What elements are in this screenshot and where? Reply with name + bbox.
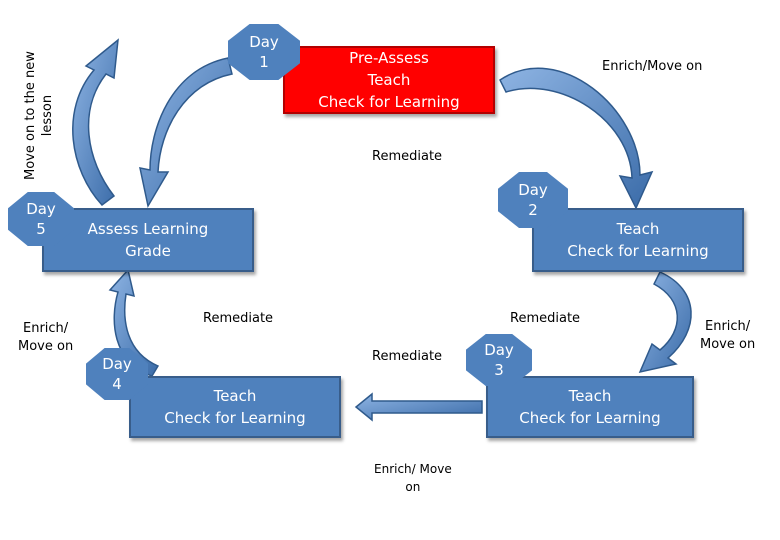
- day1-badge-line: Day: [249, 33, 279, 51]
- arrow-day2-to-day3: [638, 271, 692, 374]
- day1-badge: Day 1: [228, 24, 300, 80]
- day3-box-line: Check for Learning: [519, 409, 661, 427]
- label-move-on-line: Move on to the new: [23, 51, 38, 180]
- day5-box-line: Assess Learning: [87, 220, 209, 238]
- day4-badge: Day 4: [86, 348, 148, 400]
- label-enrich-right-line: Enrich/: [705, 319, 751, 334]
- day3-badge-line: 3: [494, 361, 504, 379]
- day2-badge: Day 2: [498, 172, 568, 228]
- label-enrich-left: Enrich/ Move on: [18, 320, 73, 356]
- label-enrich-left-line: Move on: [18, 339, 74, 354]
- day3-badge: Day 3: [466, 334, 532, 386]
- day2-badge-line: Day: [518, 181, 548, 199]
- day5-box: Assess Learning Grade: [42, 208, 254, 272]
- day5-box-line: Grade: [125, 242, 171, 260]
- day2-badge-line: 2: [528, 201, 538, 219]
- label-enrich-left-line: Enrich/: [23, 321, 69, 336]
- day2-box: Teach Check for Learning: [532, 208, 744, 272]
- day1-box-line: Pre-Assess: [349, 49, 429, 67]
- label-enrich-bottom: Enrich/ Move on: [374, 460, 452, 496]
- day2-box-line: Check for Learning: [567, 242, 709, 260]
- arrow-day1-to-day5: [139, 57, 233, 209]
- label-enrich-right: Enrich/ Move on: [700, 318, 755, 354]
- arrow-day5-to-new-lesson: [72, 38, 119, 207]
- day1-box-line: Check for Learning: [318, 93, 460, 111]
- day5-badge-line: 5: [36, 220, 46, 238]
- day4-box-line: Teach: [213, 387, 257, 405]
- label-remediate-day3: Remediate: [372, 349, 443, 364]
- label-remediate-day2: Remediate: [510, 311, 581, 326]
- arrow-day3-to-day4: [354, 392, 483, 422]
- day4-box: Teach Check for Learning: [129, 376, 341, 438]
- day5-badge-line: Day: [26, 200, 56, 218]
- day4-box-line: Check for Learning: [164, 409, 306, 427]
- label-enrich-bottom-line: Enrich/ Move: [374, 462, 452, 476]
- day1-box-line: Teach: [367, 71, 411, 89]
- label-enrich-bottom-line: on: [405, 480, 421, 494]
- label-enrich-right-line: Move on: [700, 337, 756, 352]
- label-move-on-line: lesson: [40, 94, 55, 137]
- day1-badge-line: 1: [259, 53, 269, 71]
- day1-box: Pre-Assess Teach Check for Learning: [283, 46, 495, 114]
- label-move-on-new-lesson: Move on to the new lesson: [22, 51, 56, 180]
- day3-box-line: Teach: [568, 387, 612, 405]
- day4-badge-line: 4: [112, 375, 122, 393]
- day3-box: Teach Check for Learning: [486, 376, 694, 438]
- label-remediate-day4: Remediate: [203, 311, 274, 326]
- label-enrich-move-on-top: Enrich/Move on: [602, 59, 703, 74]
- day2-box-line: Teach: [616, 220, 660, 238]
- day5-badge: Day 5: [8, 192, 74, 246]
- day3-badge-line: Day: [484, 341, 514, 359]
- label-remediate-day1: Remediate: [372, 149, 443, 164]
- day4-badge-line: Day: [102, 355, 132, 373]
